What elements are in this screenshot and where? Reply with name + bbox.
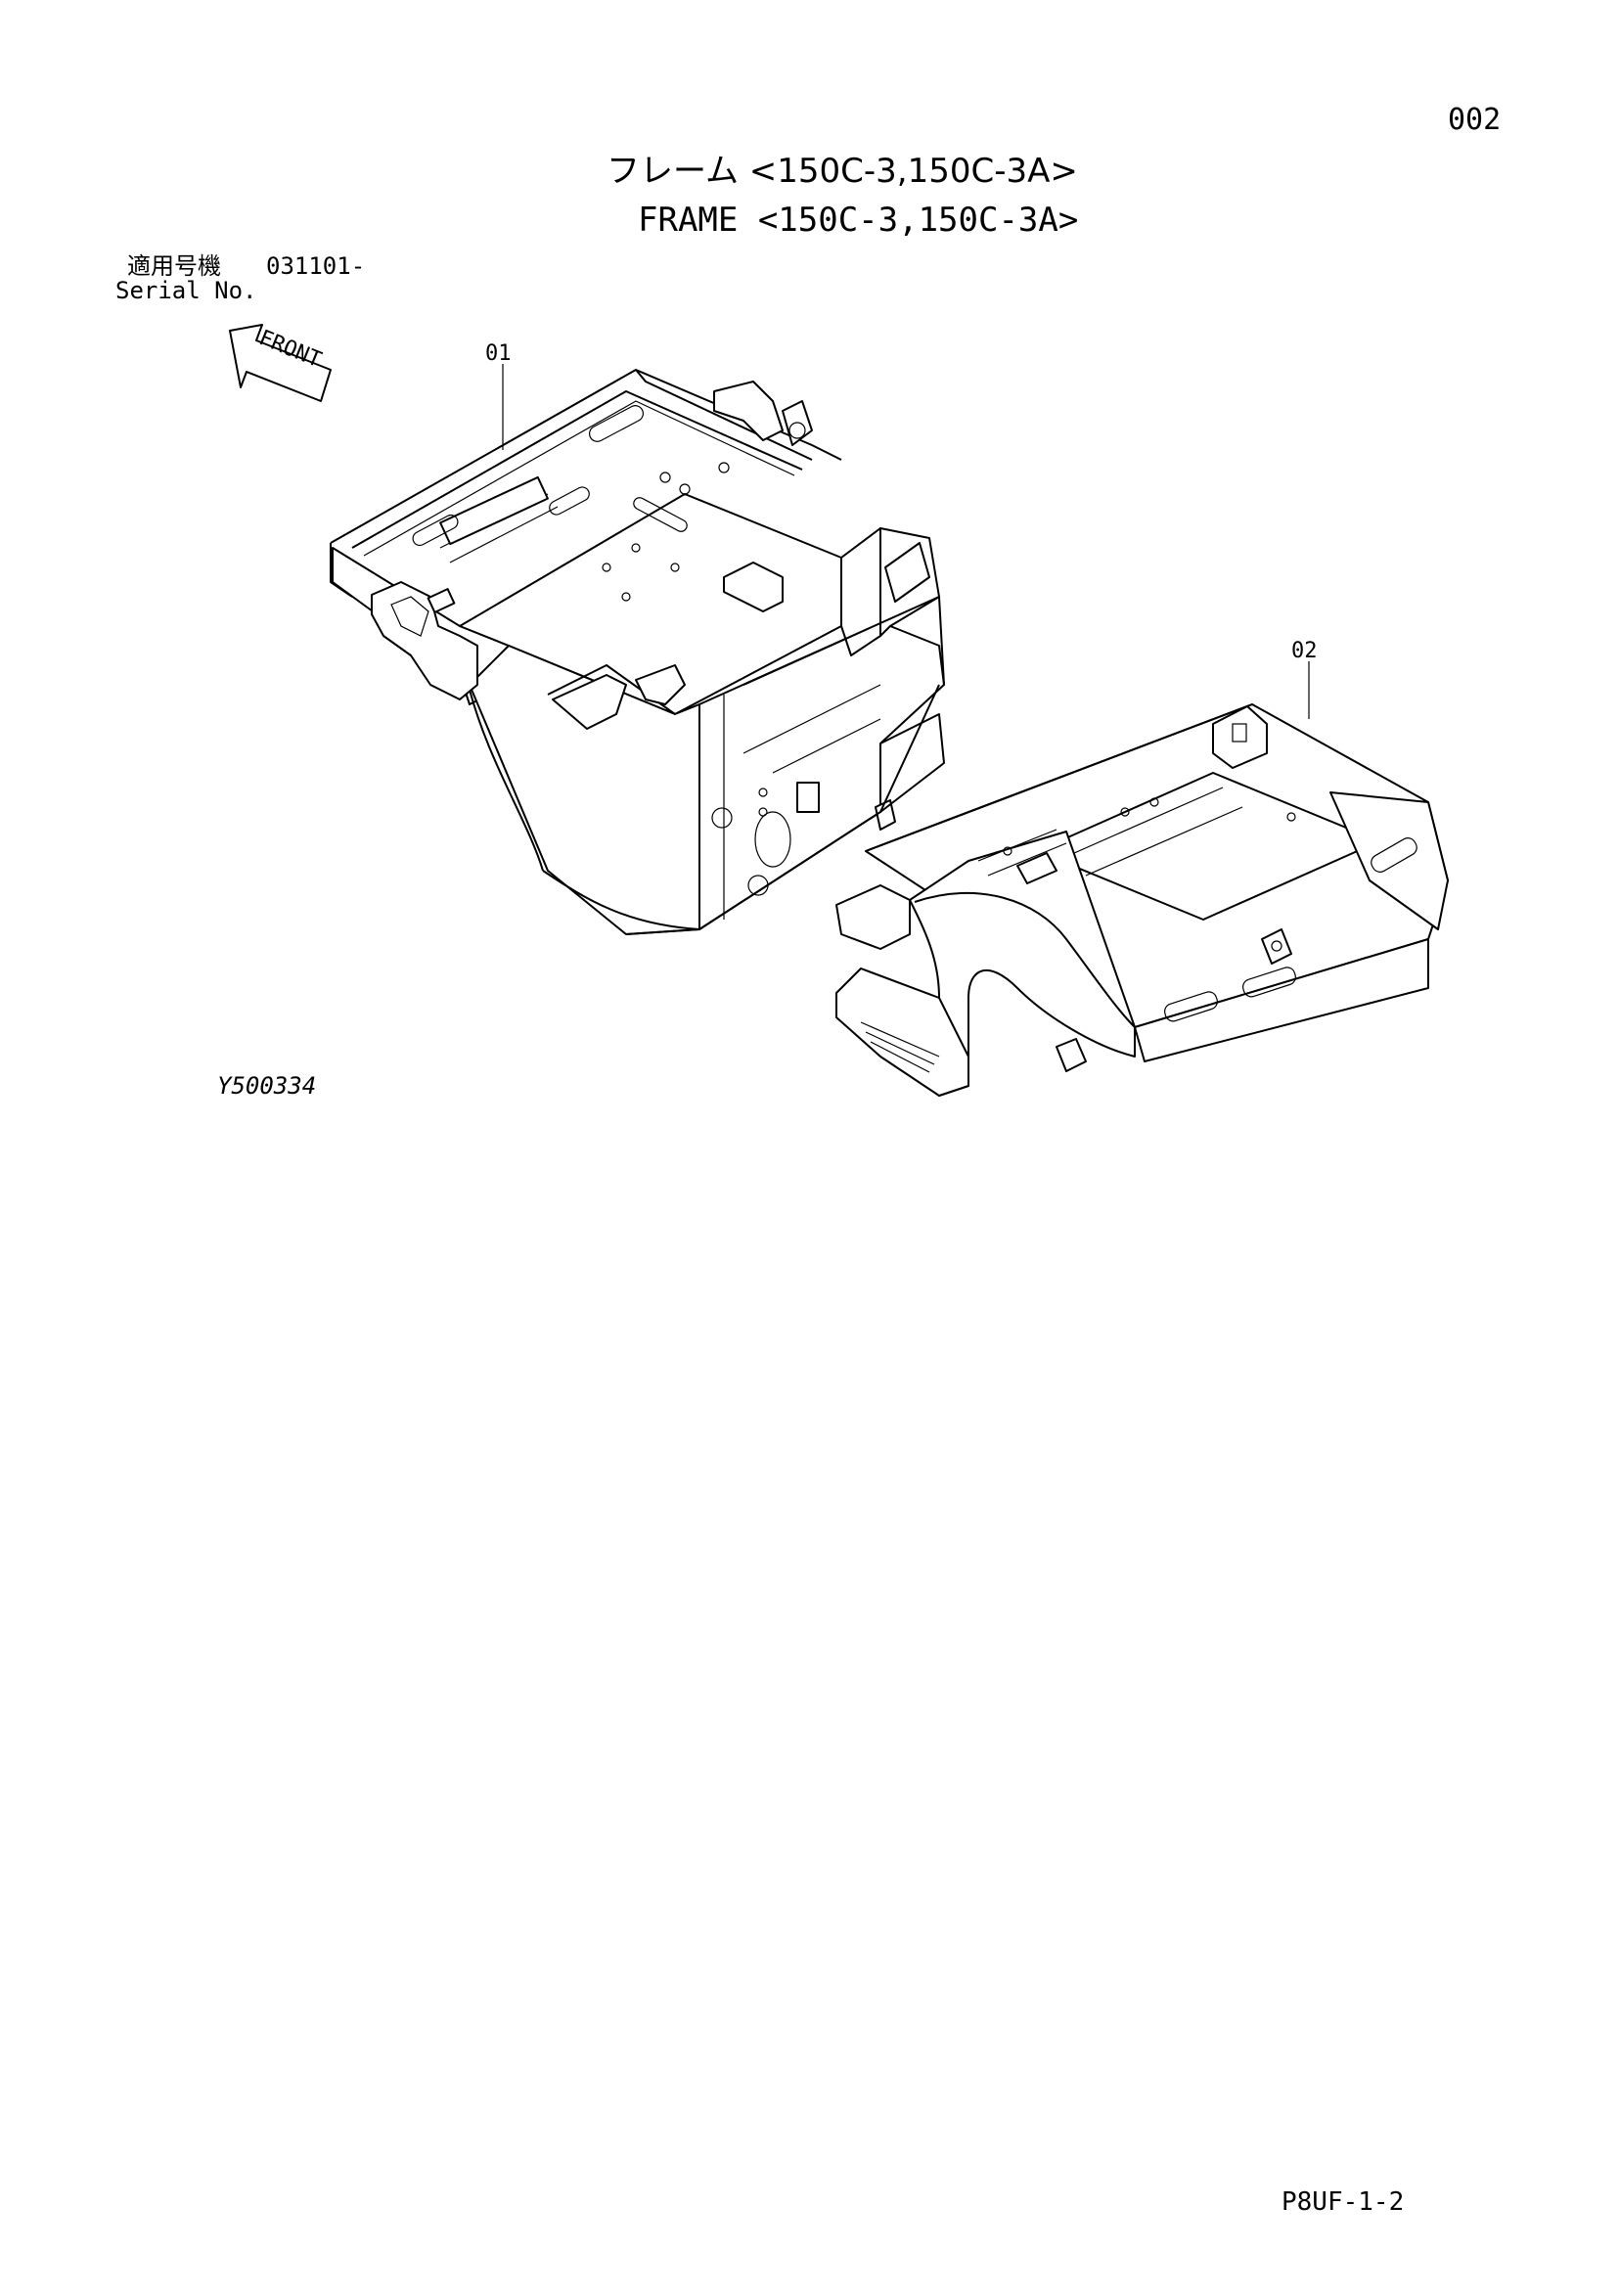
callout-02: 02 [1291,639,1318,663]
page-title-english: FRAME <150C-3,150C-3A> [638,201,1079,240]
sheet-id: P8UF-1-2 [1282,2187,1405,2217]
callout-01: 01 [485,341,512,366]
page-number: 002 [1448,103,1502,137]
serial-number-value: 031101- [266,252,366,280]
part-02-rear-frame: 02 [835,639,1449,1097]
serial-label-english: Serial No. [115,277,257,304]
part-01-main-frame: 01 [330,341,945,935]
figure-id: Y500334 [217,1072,317,1100]
serial-label-japanese: 適用号機 [127,252,221,280]
page-title-japanese: フレーム <150C-3,150C-3A> [607,152,1078,191]
front-arrow-icon: FRONT [229,324,332,402]
